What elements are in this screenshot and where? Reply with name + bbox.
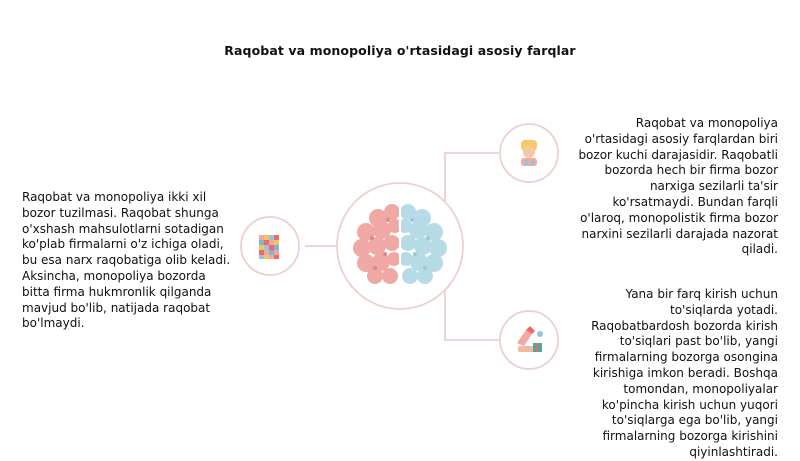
mosaic-icon: [259, 235, 279, 259]
center-node: [336, 182, 464, 310]
mind-map: [240, 123, 559, 370]
hand-gift-icon: [517, 326, 543, 352]
connector-top-right: [444, 152, 499, 218]
bottom-right-node: [499, 310, 559, 370]
top-right-node: [499, 123, 559, 183]
brain-icon: [353, 204, 447, 284]
connector-bottom-right: [444, 277, 499, 341]
connector-lines: [305, 152, 499, 341]
left-node: [240, 216, 300, 276]
person-icon: [521, 140, 537, 166]
left-description: Raqobat va monopoliya ikki xil bozor tuz…: [22, 190, 231, 331]
bottom-right-description: Yana bir farq kirish uchun to'siqlarda y…: [591, 287, 778, 459]
diagram-title: Raqobat va monopoliya o'rtasidagi asosiy…: [224, 43, 576, 58]
top-right-description: Raqobat va monopoliya o'rtasidagi asosiy…: [578, 116, 778, 257]
